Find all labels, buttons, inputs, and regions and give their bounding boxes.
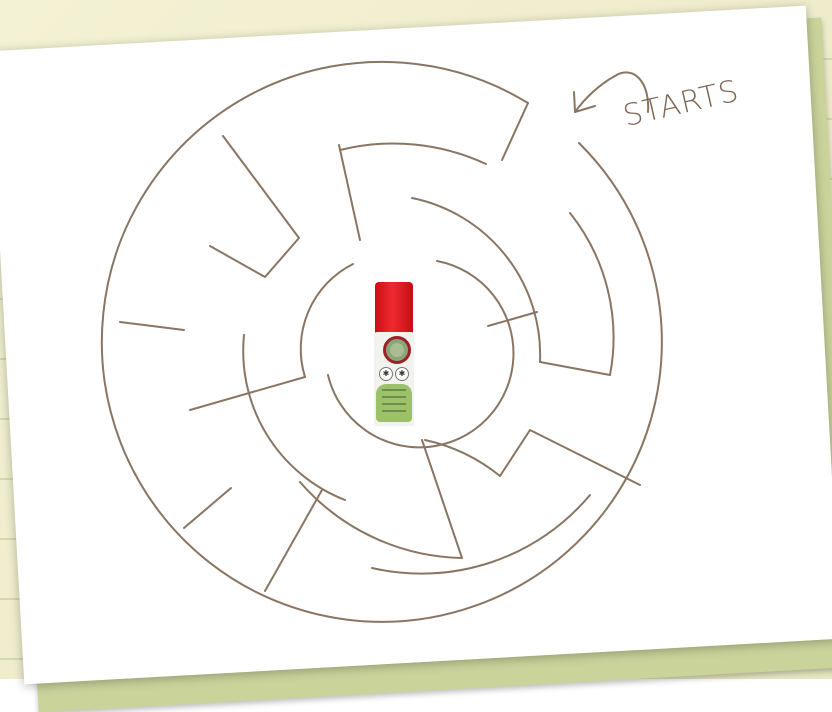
mosquito-icon: ✱ xyxy=(379,367,393,381)
maze-spoke xyxy=(540,362,610,375)
maze-spoke xyxy=(120,322,184,330)
bottle-icons: ✱ ✱ xyxy=(378,366,410,382)
maze-spoke xyxy=(422,440,462,558)
maze-ring-wall xyxy=(243,335,345,500)
bottle-ring-icon xyxy=(383,336,411,364)
maze-center-wall xyxy=(301,264,353,377)
maze-ring-wall xyxy=(570,213,614,375)
maze-spoke xyxy=(339,145,360,240)
maze-spoke xyxy=(184,488,231,528)
maze-ring-wall xyxy=(412,198,540,362)
maze-spoke xyxy=(488,312,537,326)
maze-ring-wall xyxy=(300,482,462,558)
bottle-body: ✱ ✱ xyxy=(374,332,414,426)
tick-icon: ✱ xyxy=(395,367,409,381)
maze-ring-wall xyxy=(340,143,486,164)
bottle-cap xyxy=(375,282,413,334)
maze-spoke xyxy=(190,377,305,410)
bottle-label xyxy=(376,384,412,422)
maze-spoke xyxy=(265,490,322,591)
maze-inner-wall xyxy=(328,261,513,447)
maze-spoke xyxy=(500,430,640,485)
bug-spray-bottle: ✱ ✱ xyxy=(368,276,420,428)
maze-spoke xyxy=(210,136,299,277)
maze-spoke xyxy=(502,103,528,160)
maze-ring-wall xyxy=(372,495,590,574)
